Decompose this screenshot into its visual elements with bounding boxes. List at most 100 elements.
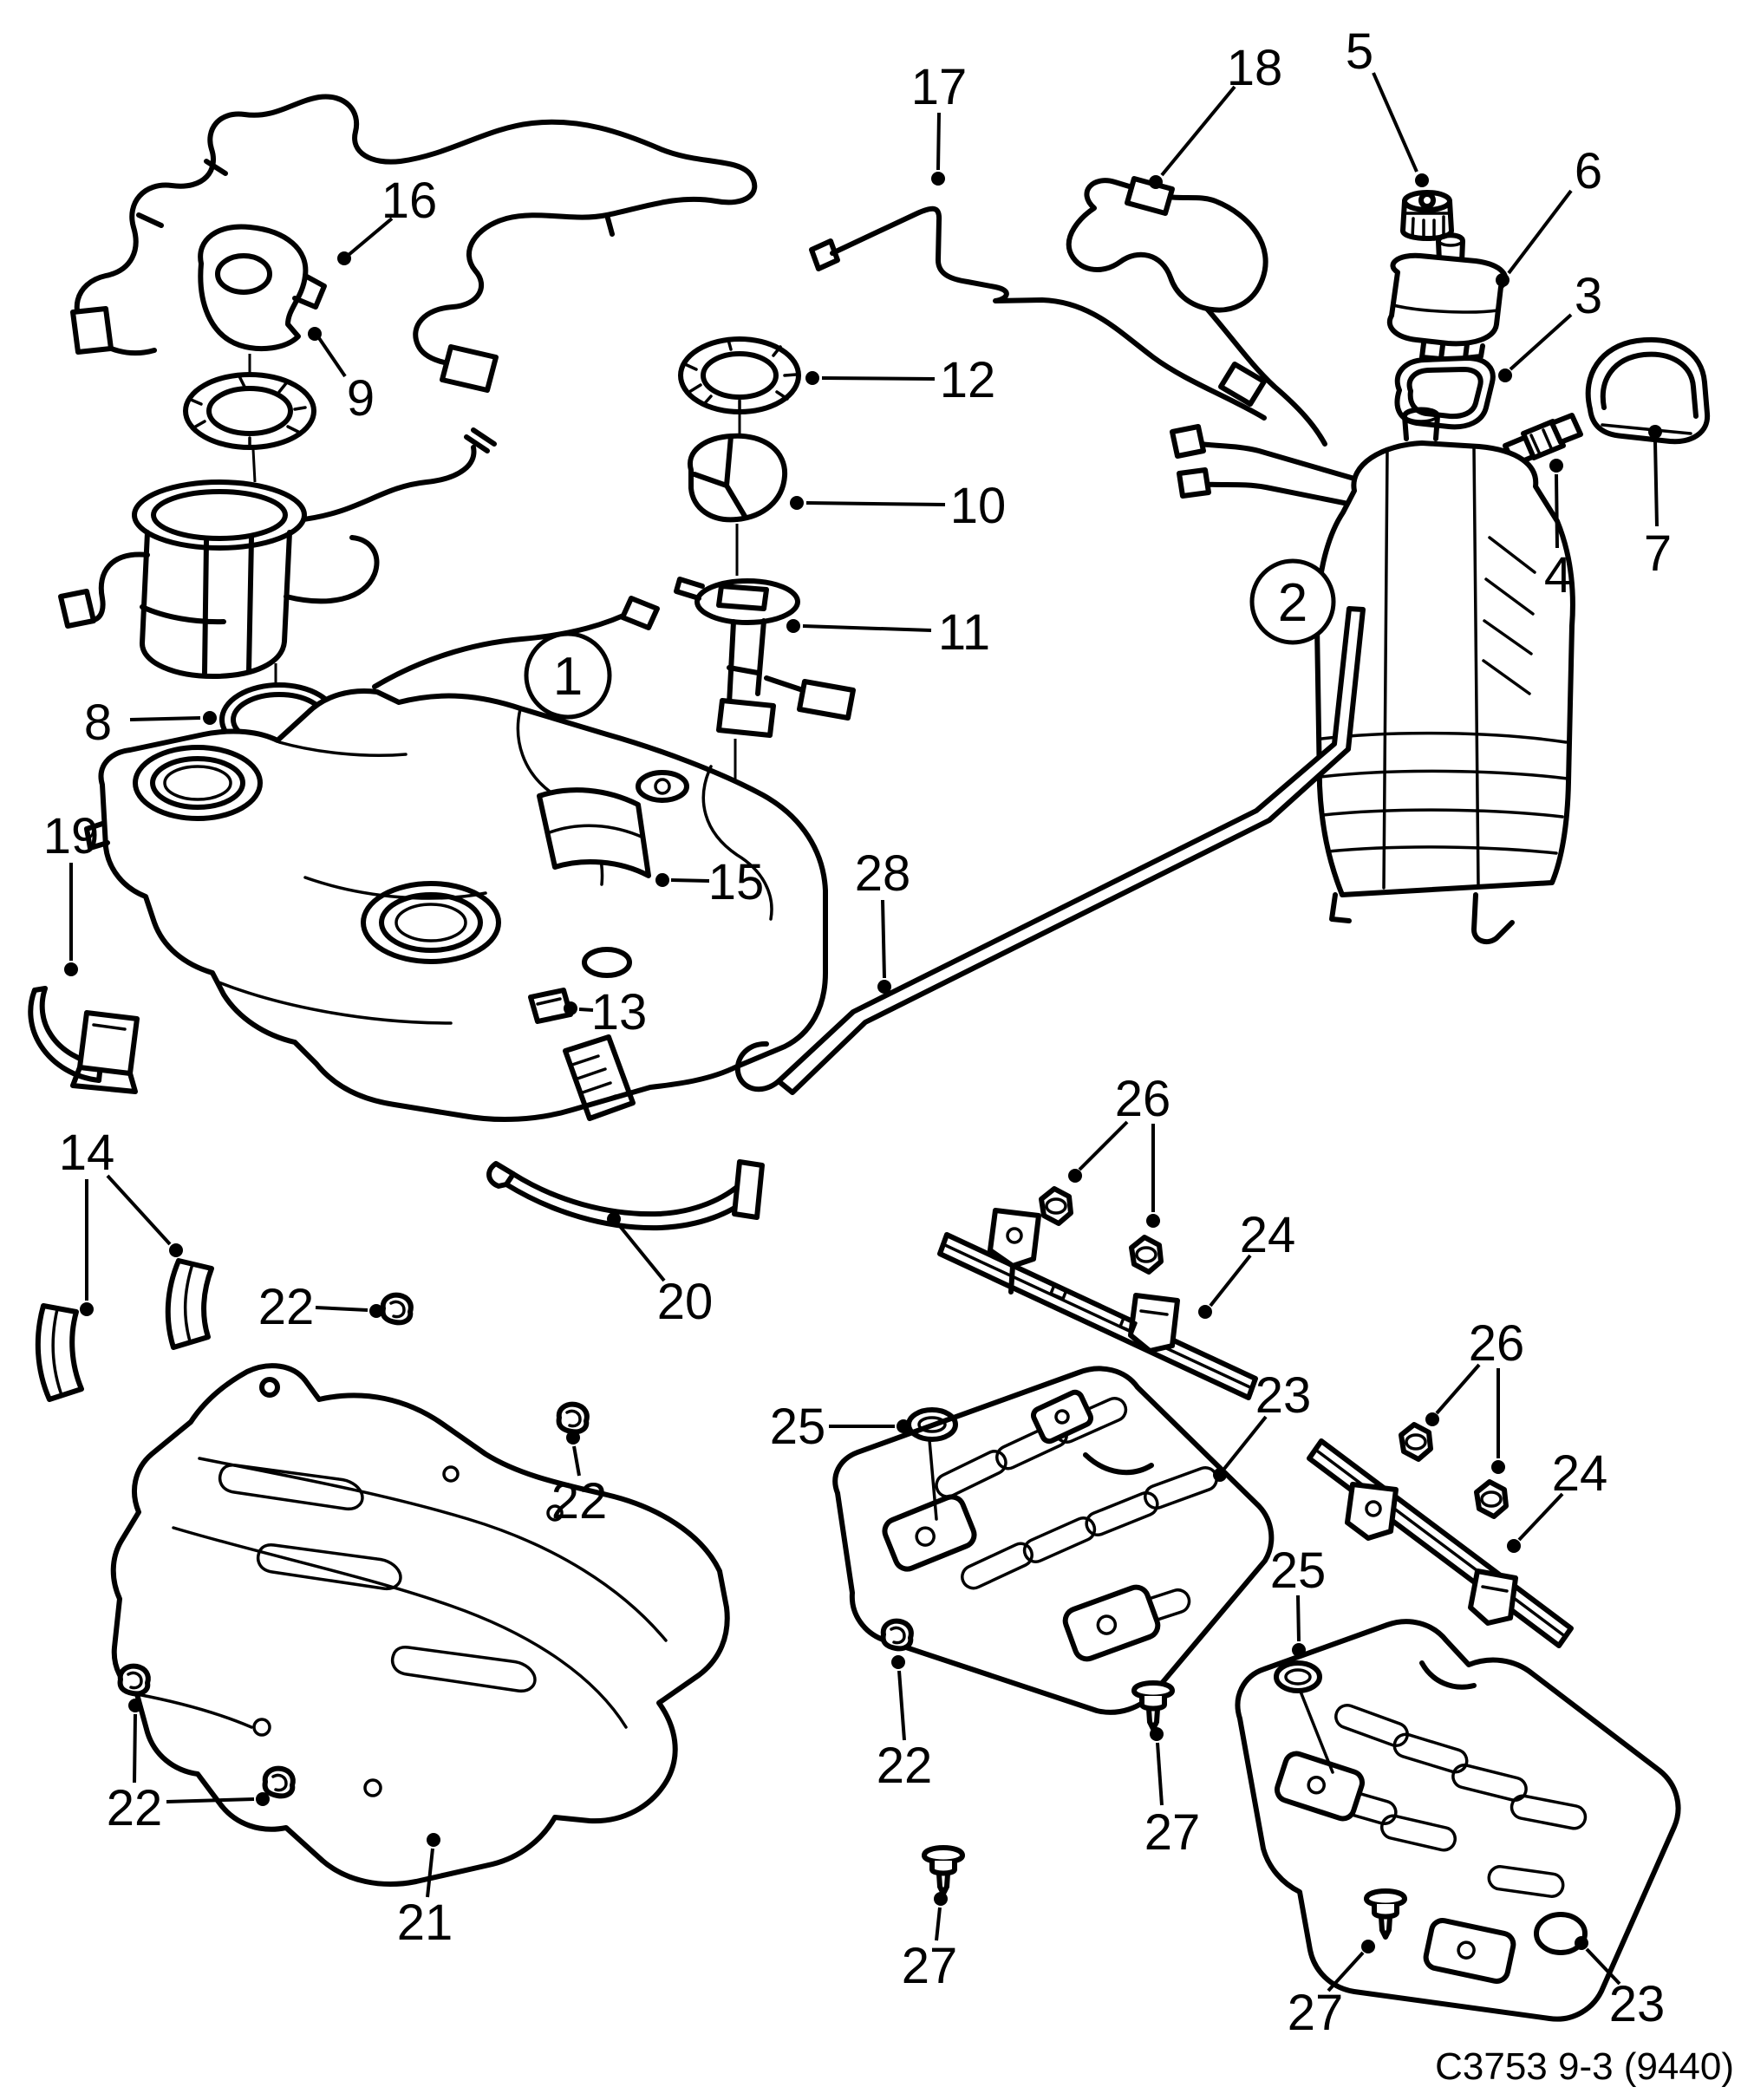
circled-ref-number: 1 [553, 647, 583, 707]
callout-4-10: 4 [1544, 459, 1572, 603]
callout-number: 22 [551, 1473, 608, 1529]
callout-number: 19 [43, 808, 100, 864]
callout-5-7: 5 [1346, 23, 1429, 187]
callout-leader-line [317, 336, 347, 378]
callout-24-18: 24 [1198, 1207, 1295, 1319]
callout-8-12: 8 [84, 695, 217, 751]
circled-ref-number: 2 [1278, 573, 1307, 633]
circled-ref-outline [1249, 558, 1336, 645]
callout-number: 24 [1552, 1445, 1608, 1502]
callout-number: 11 [938, 604, 990, 661]
callout-25-26: 25 [1270, 1542, 1326, 1657]
callout-dot [1507, 1539, 1521, 1553]
vent-housing-6 [1386, 232, 1509, 362]
fuel-pump-module [58, 427, 497, 679]
rollover-valve-4 [1482, 413, 1583, 467]
callout-25-22: 25 [770, 1399, 910, 1455]
callout-leader-line [1327, 1951, 1365, 1992]
wiring-harness-16 [70, 94, 758, 393]
callout-dot [934, 1892, 948, 1906]
callout-dot [1361, 1940, 1375, 1953]
callout-dot [1425, 1412, 1439, 1426]
o-ring-25-right [1274, 1660, 1334, 1774]
circled-ref-1: 1 [524, 631, 612, 720]
callout-leader-line [572, 1445, 581, 1477]
callout-22-20: 22 [258, 1279, 383, 1335]
callout-number: 27 [1288, 1985, 1344, 2041]
callout-dot [1491, 1460, 1505, 1474]
callout-number: 24 [1240, 1207, 1296, 1263]
pump-cover-9 [198, 224, 327, 352]
callout-number: 27 [902, 1938, 958, 1994]
callout-dot [1213, 1468, 1227, 1482]
callout-15-14: 15 [655, 854, 764, 910]
callout-leader-line [133, 1713, 137, 1784]
callout-leader-line [897, 1670, 906, 1741]
retaining-ring [183, 372, 316, 450]
callout-dot [891, 1655, 905, 1669]
callout-6-8: 6 [1496, 143, 1602, 287]
callout-number: 26 [1115, 1071, 1171, 1127]
callout-number: 16 [381, 173, 438, 229]
gasket-3 [1394, 355, 1496, 430]
callout-leader-line [805, 501, 946, 506]
callout-27-31: 27 [902, 1892, 958, 1994]
callout-24-25: 24 [1507, 1445, 1607, 1553]
skid-plate-23-right [1235, 1619, 1681, 2022]
mount-rail-24-upper [937, 1208, 1258, 1400]
callout-14-19: 14 [59, 1125, 183, 1316]
canister-2 [1170, 407, 1575, 945]
callout-number: 27 [1144, 1804, 1201, 1861]
lock-ring-12 [678, 336, 801, 414]
bracket-19 [28, 986, 140, 1094]
callout-number: 20 [657, 1274, 714, 1330]
callout-leader-line [129, 716, 201, 721]
callout-23-33: 23 [1575, 1936, 1665, 2032]
callout-leader-line [1517, 1492, 1564, 1542]
callout-leader-line [802, 624, 932, 632]
callout-22-27: 22 [107, 1699, 270, 1836]
callout-23-23: 23 [1213, 1367, 1311, 1482]
callout-leader-line [426, 1848, 434, 1898]
callout-number: 18 [1227, 40, 1283, 96]
callout-dot [128, 1699, 142, 1712]
callout-number: 26 [1469, 1315, 1525, 1372]
level-sender-11 [674, 577, 856, 738]
callout-22-28: 22 [551, 1431, 608, 1529]
callout-18-6: 18 [1149, 40, 1282, 189]
callout-dot [1549, 459, 1563, 473]
callout-leader-line [1555, 473, 1559, 549]
callout-leader-line [935, 1907, 942, 1941]
callout-26-17: 26 [1068, 1071, 1170, 1228]
callout-dot [169, 1243, 183, 1257]
callout-dot [877, 980, 891, 994]
callout-dot [1648, 425, 1662, 439]
callout-leader-line [1372, 72, 1418, 173]
callout-number: 23 [1255, 1367, 1312, 1424]
callout-dot [427, 1833, 440, 1847]
callout-number: 12 [940, 352, 996, 408]
fuel-tank-1 [84, 596, 828, 1122]
fuel-pipe-17 [809, 205, 1267, 421]
callout-dot [308, 327, 322, 341]
callout-leader-line [1223, 1415, 1268, 1471]
callout-number: 6 [1575, 143, 1602, 199]
callout-number: 15 [708, 854, 765, 910]
callout-16-0: 16 [337, 173, 437, 265]
circled-ref-2: 2 [1249, 558, 1336, 645]
callout-leader-line [106, 1174, 172, 1246]
callout-number: 10 [950, 478, 1007, 534]
tank-strap-20 [486, 1159, 765, 1231]
callout-leader-line [1509, 313, 1573, 371]
callout-leader-line [347, 217, 394, 257]
callout-dot [256, 1792, 270, 1806]
callout-number: 3 [1575, 268, 1602, 324]
callout-dot [369, 1304, 383, 1318]
callout-dot [655, 873, 669, 887]
callout-leader-line [1160, 85, 1236, 177]
callout-leader-line [1078, 1120, 1129, 1171]
callout-dot [1415, 173, 1429, 187]
callout-26-24: 26 [1425, 1315, 1524, 1474]
callout-dot [1292, 1643, 1306, 1657]
callout-19-13: 19 [43, 808, 100, 976]
